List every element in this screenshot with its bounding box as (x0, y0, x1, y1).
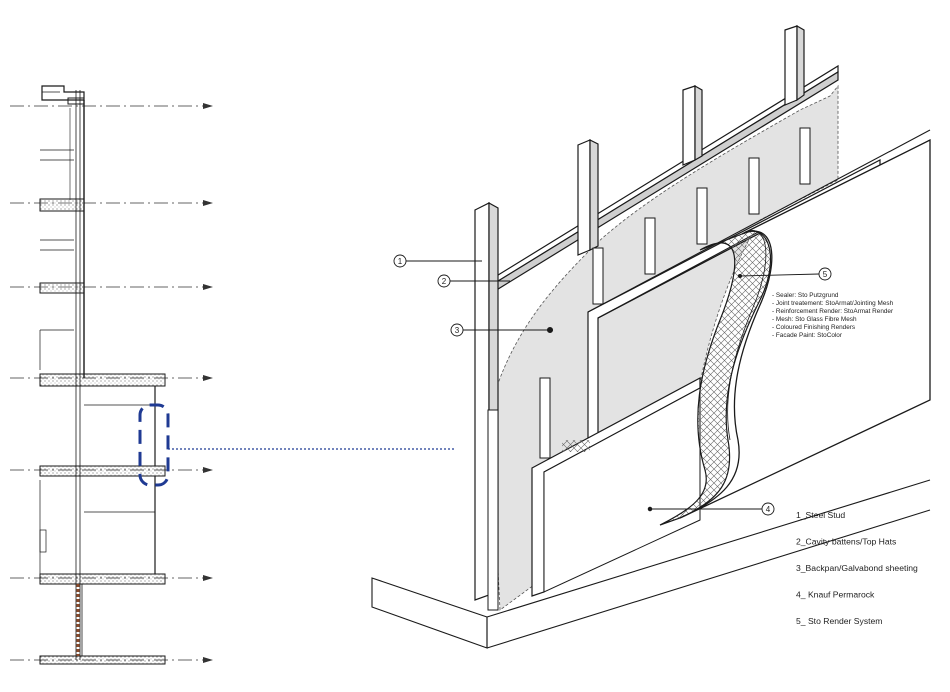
render-mesh-layer (659, 230, 772, 526)
legend-item-1: 1_Steel Stud (796, 510, 845, 520)
render-finish-layer (679, 138, 931, 519)
level-markers (203, 103, 213, 663)
callout-number: 2 (442, 277, 447, 286)
callout-3: 3 (450, 323, 464, 337)
callout-number: 5 (823, 270, 828, 279)
stud-stubs (487, 127, 811, 611)
callout-2: 2 (437, 274, 451, 288)
callout-bubbles: 1 2 3 4 5 (393, 254, 832, 516)
floor-slab (371, 577, 488, 649)
render-note-2: - Joint treatement: StoArmat/Jointing Me… (772, 300, 894, 307)
render-system-notes: - Sealer: Sto Putzgrund- Joint treatemen… (772, 292, 894, 339)
callout-number: 3 (455, 326, 460, 335)
callout-number: 4 (766, 505, 771, 514)
component-legend: 1_Steel Stud 2_Cavity battens/Top Hats 3_B… (796, 510, 918, 626)
callout-circle (761, 502, 775, 516)
callout-circle (393, 254, 407, 268)
callout-4: 4 (761, 502, 775, 516)
render-note-3: - Reinforcement Render: StoArmat Render (772, 308, 894, 315)
callout-number: 1 (398, 257, 403, 266)
legend-item-4: 4_ Knauf Permarock (796, 590, 875, 600)
render-note-6: - Facade Paint: StoColor (772, 332, 843, 339)
callout-circle (437, 274, 451, 288)
callout-circle (450, 323, 464, 337)
detail-callout-marker (138, 403, 170, 487)
callout-1: 1 (393, 254, 407, 268)
callout-5: 5 (818, 267, 832, 281)
legend-item-5: 5_ Sto Render System (796, 616, 882, 626)
isometric-wall-assembly (371, 24, 931, 649)
legend-item-3: 3_Backpan/Galvabond sheeting (796, 563, 918, 573)
render-note-1: - Sealer: Sto Putzgrund (772, 292, 839, 299)
building-section-elevation (10, 85, 213, 665)
callout-leaders (406, 260, 820, 512)
callout-circle (818, 267, 832, 281)
render-note-5: - Coloured Finishing Renders (772, 324, 855, 331)
legend-item-2: 2_Cavity battens/Top Hats (796, 537, 896, 547)
render-note-4: - Mesh: Sto Glass Fibre Mesh (772, 316, 857, 323)
